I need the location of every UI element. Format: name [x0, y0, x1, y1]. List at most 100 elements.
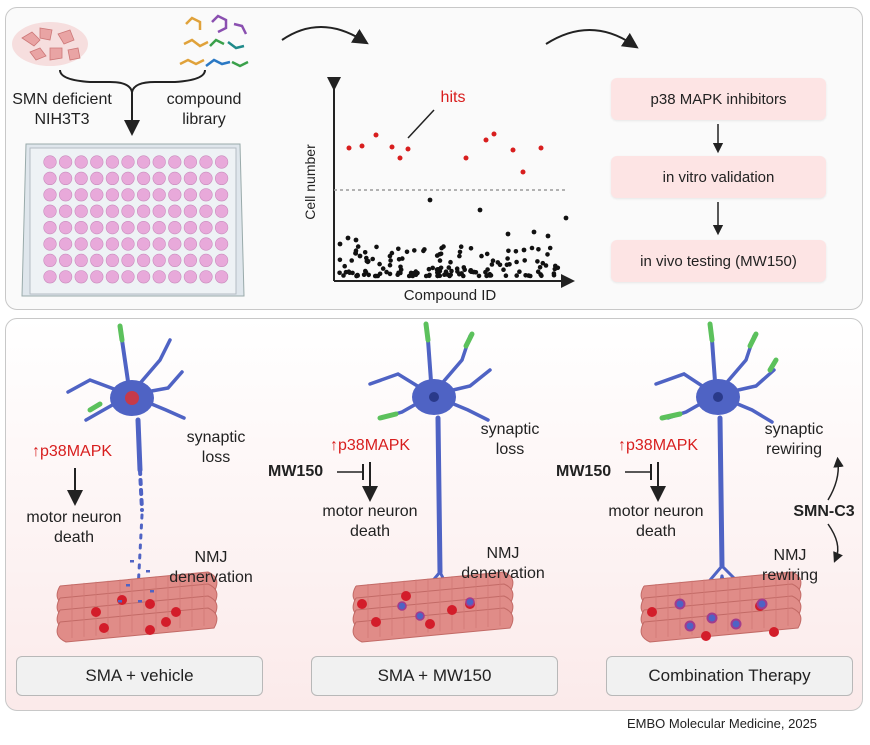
neuron-combination — [654, 321, 779, 628]
compound-dot — [342, 263, 348, 269]
plate-well — [90, 221, 104, 235]
plate-well — [215, 253, 229, 267]
plate-well — [137, 204, 151, 218]
plate-well — [168, 155, 182, 169]
compound-dot — [374, 244, 379, 250]
smn-c3-label: SMN-C3 — [793, 503, 855, 520]
plate-well — [137, 188, 151, 202]
plate-well — [105, 237, 119, 251]
hit-dot — [359, 143, 365, 149]
p38-label-vehicle: ↑p38MAPK — [32, 443, 113, 460]
plate-well — [105, 171, 119, 185]
plate-well — [121, 171, 135, 185]
compound-dot — [529, 245, 535, 251]
hit-dot — [373, 132, 379, 138]
hit-dot — [405, 146, 411, 152]
synapse-label-combination: synaptic rewiring — [764, 421, 824, 458]
compound-dot — [370, 256, 376, 262]
compound-dot — [449, 268, 454, 274]
compound-dot — [355, 273, 361, 278]
compound-dot — [514, 259, 519, 265]
compound-dot — [426, 266, 432, 272]
compound-dot — [387, 262, 393, 268]
plate-well — [90, 204, 104, 218]
plate-well — [105, 253, 119, 267]
compound-dot — [438, 265, 444, 271]
plate-well — [137, 221, 151, 235]
plate-well — [105, 270, 119, 284]
compound-dot — [501, 267, 506, 273]
plate-well — [90, 188, 104, 202]
compound-dot — [473, 270, 479, 275]
plate-well — [183, 221, 197, 235]
plate-well — [43, 171, 57, 185]
compound-dot — [537, 265, 543, 270]
plate-well — [215, 155, 229, 169]
plate-well — [183, 204, 197, 218]
compound-dot — [505, 231, 511, 237]
plate-well — [74, 171, 88, 185]
plate-well — [137, 171, 151, 185]
compound-dot — [448, 259, 453, 265]
compound-library-icon — [179, 14, 249, 68]
plate-well — [199, 171, 213, 185]
plate-well — [152, 188, 166, 202]
compound-dot — [421, 248, 426, 254]
compound-dot — [423, 273, 429, 279]
library-label: compound library — [166, 91, 242, 128]
drug-label-mw150: MW150 — [268, 463, 324, 480]
hit-dot — [397, 155, 403, 161]
plate-well — [215, 270, 229, 284]
plate-well — [74, 270, 88, 284]
death-label-mw150: motor neuron death — [322, 503, 418, 540]
hit-dot — [510, 147, 516, 153]
neuron-vehicle — [66, 323, 186, 592]
plate-well — [183, 188, 197, 202]
compound-dot — [506, 248, 511, 254]
plate-well — [121, 221, 135, 235]
condition-box-vehicle: SMA + vehicle — [16, 656, 263, 696]
plate-well — [74, 253, 88, 267]
plate-well — [74, 237, 88, 251]
plate-well — [199, 253, 213, 267]
compound-dot — [349, 258, 355, 263]
compound-dot — [435, 273, 441, 279]
compound-dot — [535, 269, 541, 275]
compound-dot — [531, 229, 537, 235]
plate-well — [43, 155, 57, 169]
plate-well — [121, 237, 135, 251]
plate-well — [152, 155, 166, 169]
compound-dot — [488, 273, 494, 278]
plate-well — [43, 221, 57, 235]
compound-dot — [341, 273, 346, 278]
p38-label-mw150: ↑p38MAPK — [330, 437, 411, 454]
muscle-bundle-combination — [640, 571, 802, 643]
plate-well — [168, 221, 182, 235]
compound-dot — [337, 270, 342, 276]
death-label-vehicle: motor neuron death — [26, 509, 122, 546]
plate-well — [43, 270, 57, 284]
plate-well — [168, 171, 182, 185]
plate-well — [121, 188, 135, 202]
compound-dot — [539, 273, 544, 279]
compound-dot — [477, 207, 483, 213]
hit-dot — [463, 155, 469, 161]
plate-well — [90, 171, 104, 185]
compound-dot — [427, 197, 433, 203]
compound-dot — [461, 273, 466, 279]
hit-dot — [520, 169, 526, 175]
hits-label: hits — [440, 89, 466, 106]
plate-well — [137, 270, 151, 284]
plate-well — [90, 237, 104, 251]
plate-well — [168, 188, 182, 202]
plate-well — [215, 171, 229, 185]
plate-well — [58, 221, 73, 235]
compound-dot — [540, 260, 546, 266]
hit-dot — [389, 144, 395, 150]
x-axis-label: Compound ID — [403, 287, 497, 304]
neuron-mw150 — [368, 321, 492, 614]
plate-well — [58, 171, 73, 185]
compound-dot — [458, 244, 464, 249]
plate-well — [215, 188, 229, 202]
compound-dot — [461, 265, 467, 270]
